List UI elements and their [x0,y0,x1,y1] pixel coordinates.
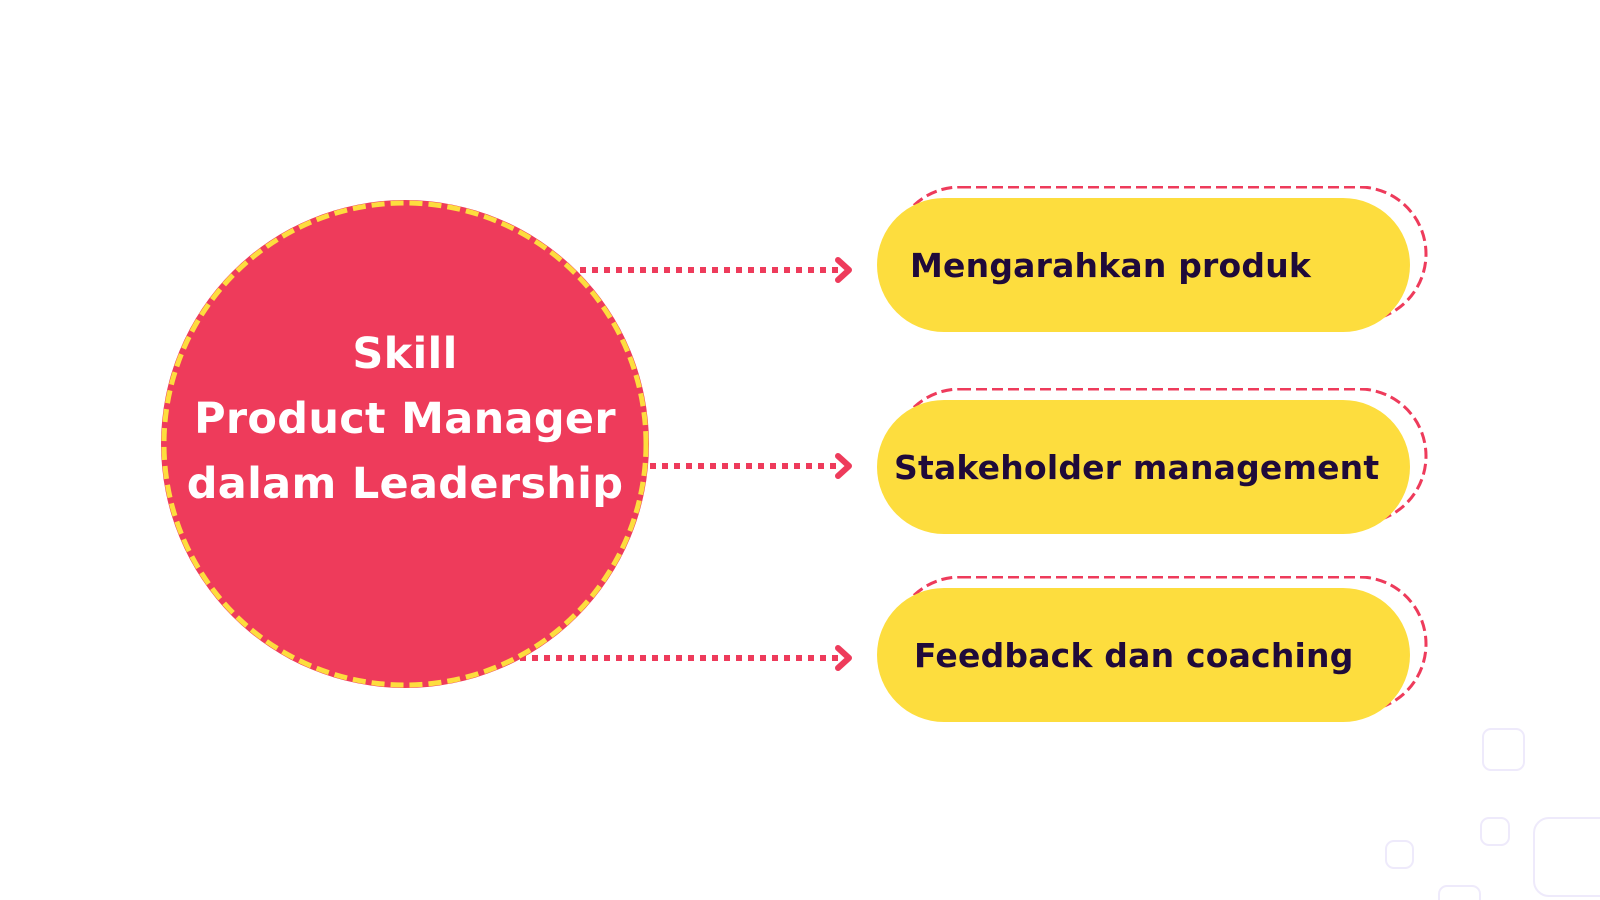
arrow-to-branch-1 [580,257,852,283]
arrow-to-branch-3 [520,645,852,671]
center-title-line-3: dalam Leadership [186,458,624,509]
branch-item-3: Feedback dan coaching [877,576,1437,736]
branch-item-1: Mengarahkan produk [877,186,1437,346]
branch-pill: Mengarahkan produk [877,198,1410,332]
branch-label: Feedback dan coaching [914,635,1354,675]
decorative-square [1438,885,1481,900]
branch-label: Mengarahkan produk [910,245,1312,285]
center-title-line-1: Skill [352,328,458,379]
branch-pill: Feedback dan coaching [877,588,1410,722]
branch-pill: Stakeholder management [877,400,1410,534]
decorative-square [1533,817,1600,897]
center-title-line-2: Product Manager [194,393,616,444]
arrow-to-branch-2 [650,453,852,479]
branch-item-2: Stakeholder management [877,388,1437,548]
decorative-square [1480,817,1510,846]
center-topic-circle: Skill Product Manager dalam Leadership [161,200,649,688]
branch-label: Stakeholder management [894,447,1380,487]
decorative-square [1482,728,1525,771]
decorative-square [1385,840,1414,869]
center-topic-title: Skill Product Manager dalam Leadership [187,322,624,517]
